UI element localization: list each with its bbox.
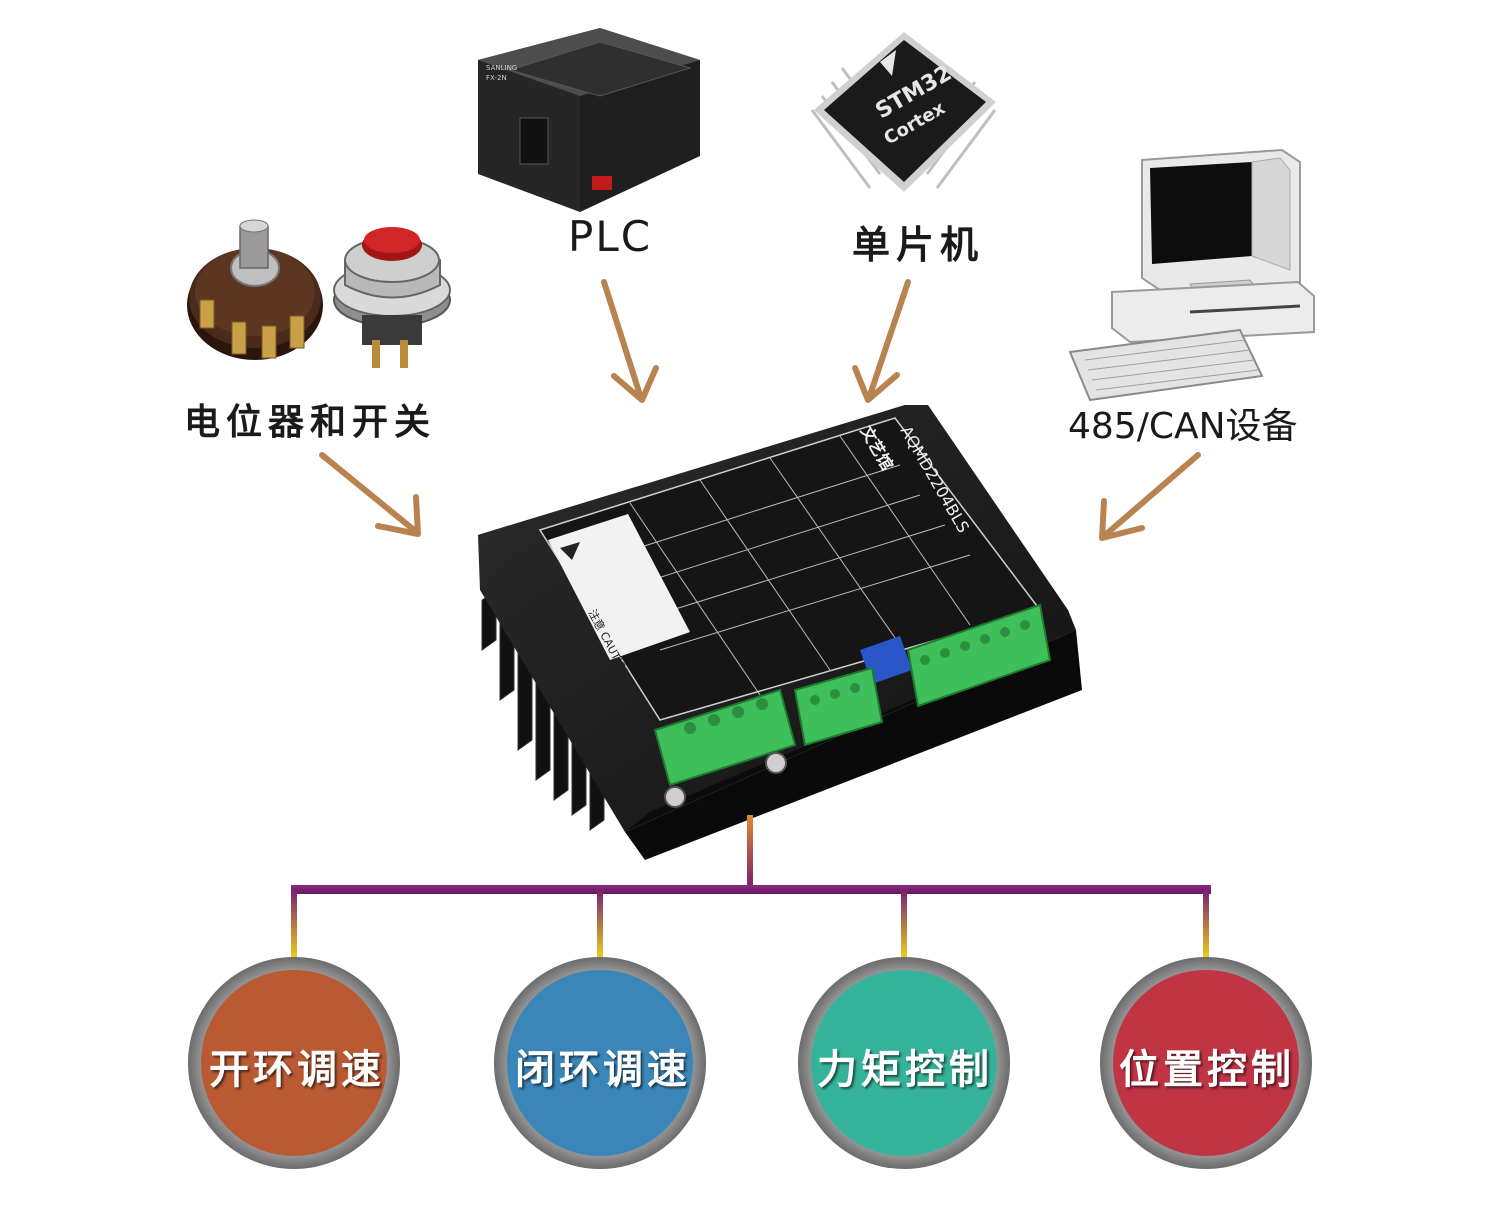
input-arrows [319,279,1201,541]
push-button-icon [333,227,451,368]
terminal-blocks [653,603,1052,787]
mode-circles [188,957,1312,1169]
connector-trunk [747,815,753,887]
plc-brand-text: SANLING [486,64,517,72]
mode-circle-closed-loop-speed [494,957,706,1169]
connector-tree [291,815,1211,960]
label-485-can-device: 485/CAN设备 [1068,406,1298,447]
desktop-computer-icon [1068,148,1315,402]
arrow-can485 [1099,452,1201,541]
connector-drop-2 [597,890,603,960]
mode-circle-fill-1 [201,970,387,1156]
motor-driver-icon: 注意 CAUTION 文艺馆 AQMD2204BLS [478,405,1082,860]
connector-drop-1 [291,890,297,960]
connector-drop-4 [1203,890,1209,960]
potentiometer-and-push-button-icon [187,219,451,368]
stm32-chip-icon: STM32 Cortex [810,32,997,192]
plc-module-icon: SANLING FX-2N [478,28,700,212]
mode-circle-torque-control [798,957,1010,1169]
mode-circle-open-loop-speed [188,957,400,1169]
potentiometer-icon [187,219,323,360]
mode-circle-fill-2 [507,970,693,1156]
arrow-mcu [852,279,911,403]
mode-circle-fill-3 [811,970,997,1156]
mode-circle-fill-4 [1113,970,1299,1156]
connector-bar [291,885,1211,894]
mode-label-position-control: 位置控制 [1119,1046,1295,1093]
label-mcu: 单片机 [852,222,985,267]
mode-label-closed-loop-speed: 闭环调速 [515,1046,691,1093]
plc-model-text: FX-2N [486,74,507,82]
arrow-potentiometer [319,452,421,537]
arrow-plc [601,279,659,403]
label-plc: PLC [568,212,653,261]
mode-circle-position-control [1100,957,1312,1169]
connector-drop-3 [901,890,907,960]
label-potentiometer-switch: 电位器和开关 [184,401,437,443]
mode-label-open-loop-speed: 开环调速 [209,1046,385,1093]
mode-label-torque-control: 力矩控制 [817,1046,993,1093]
